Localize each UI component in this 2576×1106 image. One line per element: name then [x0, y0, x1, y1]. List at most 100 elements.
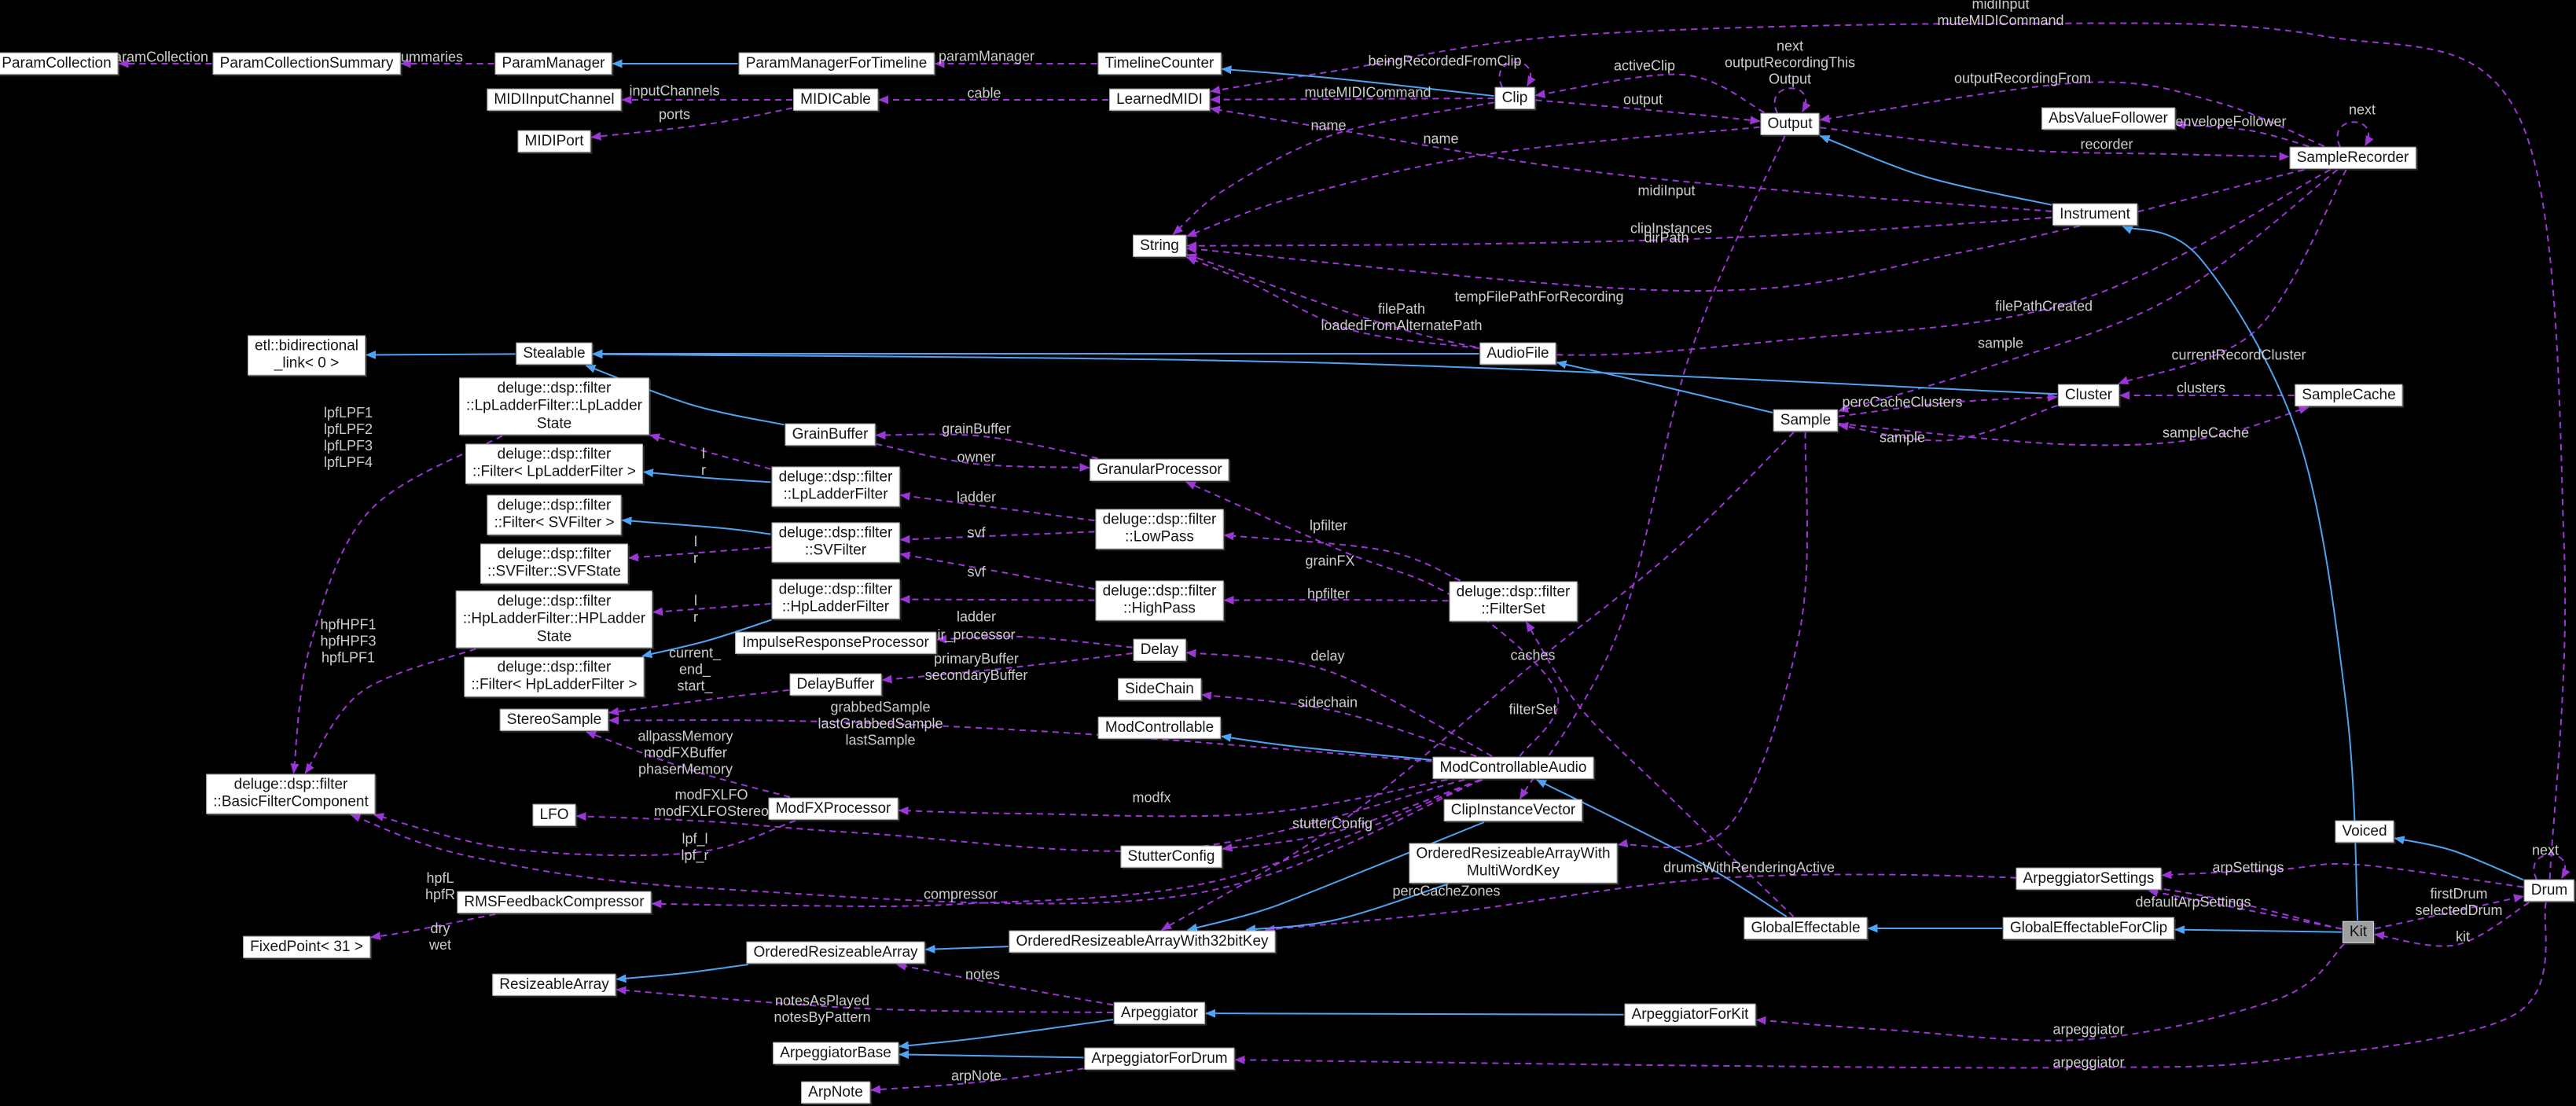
node-lp-ladder-state[interactable]: deluge::dsp::filter ::LpLadderFilter::Lp…	[459, 377, 649, 435]
edge-label-output-string: name	[1423, 130, 1459, 147]
edge-usage-clip-clip	[1498, 61, 1536, 88]
node-filter-svf[interactable]: deluge::dsp::filter ::Filter< SVFilter >	[487, 494, 622, 535]
node-delay[interactable]: Delay	[1133, 638, 1186, 662]
node-sample[interactable]: Sample	[1773, 409, 1839, 432]
node-resizeable-array[interactable]: ResizeableArray	[492, 973, 616, 997]
node-grain-buffer[interactable]: GrainBuffer	[785, 423, 876, 446]
node-filter-set[interactable]: deluge::dsp::filter ::FilterSet	[1449, 581, 1578, 622]
edge-label-drum-arpeggiator-for-drum: arpeggiator	[2052, 1054, 2125, 1071]
node-high-pass[interactable]: deluge::dsp::filter ::HighPass	[1095, 580, 1224, 621]
node-audio-file[interactable]: AudioFile	[1479, 342, 1556, 366]
edge-label-sv-filter-svf-state: l r	[693, 533, 698, 566]
node-basic-filter-component[interactable]: deluge::dsp::filter ::BasicFilterCompone…	[206, 773, 376, 814]
edge-label-midi-cable-midi-port: ports	[658, 106, 691, 123]
edge-label-mod-controllable-audio-stereo-sample: grabbedSample lastGrabbedSample lastSamp…	[818, 699, 943, 748]
edge-usage-arpeggiator-for-drum-arp-note	[870, 1067, 1084, 1094]
node-rms-feedback-compressor[interactable]: RMSFeedbackCompressor	[457, 891, 652, 914]
edge-label-sample-recorder-abs-value-follower: envelopeFollower	[2175, 113, 2287, 130]
edge-label-clip-clip: beingRecordedFromClip	[1368, 53, 1522, 69]
edge-usage-lp-ladder-filter-lp-ladder-state	[649, 433, 771, 470]
node-cluster[interactable]: Cluster	[2057, 384, 2120, 407]
node-param-collection-summary[interactable]: ParamCollectionSummary	[212, 52, 401, 75]
node-param-manager[interactable]: ParamManager	[494, 52, 612, 75]
node-mod-controllable-audio[interactable]: ModControllableAudio	[1432, 756, 1594, 780]
node-arpeggiator[interactable]: Arpeggiator	[1113, 1001, 1206, 1025]
node-global-effectable-for-clip[interactable]: GlobalEffectableForClip	[2002, 917, 2175, 940]
node-learned-midi[interactable]: LearnedMIDI	[1109, 88, 1210, 112]
node-hp-ladder-state[interactable]: deluge::dsp::filter ::HpLadderFilter::HP…	[455, 590, 653, 649]
node-lfo[interactable]: LFO	[532, 803, 576, 827]
node-string[interactable]: String	[1133, 234, 1186, 258]
node-param-collection[interactable]: ParamCollection	[0, 52, 119, 75]
node-fixed-point[interactable]: FixedPoint< 31 >	[243, 935, 370, 959]
edge-label-output-sample-recorder: recorder	[2080, 136, 2133, 152]
node-ordered-32bit-key[interactable]: OrderedResizeableArrayWith32bitKey	[1009, 930, 1276, 954]
node-arp-note[interactable]: ArpNote	[801, 1081, 870, 1104]
node-lp-ladder-filter[interactable]: deluge::dsp::filter ::LpLadderFilter	[771, 466, 900, 507]
node-mod-fx-processor[interactable]: ModFXProcessor	[768, 797, 898, 821]
node-filter-hp-ladder[interactable]: deluge::dsp::filter ::Filter< HpLadderFi…	[464, 656, 645, 697]
edge-usage-clip-output	[1535, 99, 1761, 125]
node-drum[interactable]: Drum	[2523, 879, 2575, 902]
node-arpeggiator-settings[interactable]: ArpeggiatorSettings	[2016, 867, 2162, 891]
node-ordered-multi-word-key[interactable]: OrderedResizeableArrayWith MultiWordKey	[1409, 843, 1618, 884]
node-mod-controllable[interactable]: ModControllable	[1097, 716, 1222, 740]
edge-usage-sample-sample-cache	[1838, 406, 2310, 446]
edge-usage-midi-cable-midi-port	[590, 107, 793, 141]
node-hp-ladder-filter[interactable]: deluge::dsp::filter ::HpLadderFilter	[771, 579, 900, 619]
node-midi-input-channel[interactable]: MIDIInputChannel	[487, 88, 622, 112]
node-clip-instance-vector[interactable]: ClipInstanceVector	[1443, 799, 1583, 822]
edge-usage-drum-learned-midi	[1210, 22, 2567, 880]
node-stealable[interactable]: Stealable	[516, 342, 593, 366]
node-sv-filter[interactable]: deluge::dsp::filter ::SVFilter	[771, 522, 900, 563]
node-etl-bidirectional-link[interactable]: etl::bidirectional _link< 0 >	[247, 335, 366, 376]
node-sample-cache[interactable]: SampleCache	[2295, 384, 2403, 407]
node-low-pass[interactable]: deluge::dsp::filter ::LowPass	[1095, 509, 1224, 549]
node-abs-value-follower[interactable]: AbsValueFollower	[2041, 107, 2175, 130]
edge-usage-drum-arpeggiator-for-drum	[1234, 902, 2547, 1069]
node-stereo-sample[interactable]: StereoSample	[499, 708, 609, 732]
node-midi-port[interactable]: MIDIPort	[517, 130, 591, 153]
node-output[interactable]: Output	[1760, 112, 1820, 136]
node-stutter-config[interactable]: StutterConfig	[1120, 845, 1222, 869]
node-filter-lp-ladder[interactable]: deluge::dsp::filter ::Filter< LpLadderFi…	[465, 443, 644, 484]
node-sample-recorder[interactable]: SampleRecorder	[2289, 146, 2416, 170]
node-clip[interactable]: Clip	[1494, 86, 1535, 110]
edge-usage-hp-ladder-filter-hp-ladder-state	[652, 602, 771, 616]
node-granular-processor[interactable]: GranularProcessor	[1090, 458, 1229, 482]
node-param-manager-for-timeline[interactable]: ParamManagerForTimeline	[738, 52, 935, 75]
edge-label-sample-cluster: percCacheClusters	[1842, 394, 1963, 410]
edge-label-output-clip-instance-vector: clipInstances	[1630, 220, 1713, 237]
edge-usage-mod-controllable-audio-side-chain	[1201, 691, 1477, 757]
edge-label-mod-controllable-audio-side-chain: sidechain	[1297, 694, 1358, 711]
node-side-chain[interactable]: SideChain	[1118, 678, 1201, 701]
node-midi-cable[interactable]: MIDICable	[793, 88, 878, 112]
edge-inherit-drum-voiced	[2394, 836, 2524, 881]
node-timeline-counter[interactable]: TimelineCounter	[1097, 52, 1222, 75]
node-global-effectable[interactable]: GlobalEffectable	[1744, 917, 1868, 940]
edge-usage-drum-kit	[2374, 902, 2530, 947]
node-ordered-resizeable-array[interactable]: OrderedResizeableArray	[746, 941, 925, 965]
edge-inherit-mod-controllable-audio-mod-controllable	[1221, 733, 1432, 761]
edge-inherit-lp-ladder-filter-filter-lp-ladder	[643, 468, 771, 483]
edge-label-mod-controllable-audio-lfo: modFXLFO modFXLFOStereo	[653, 786, 770, 819]
node-voiced[interactable]: Voiced	[2335, 820, 2394, 843]
edge-usage-instrument-learned-midi	[1210, 105, 2052, 212]
edge-usage-sample-recorder-sample-recorder	[2336, 121, 2374, 148]
node-instrument[interactable]: Instrument	[2052, 203, 2137, 226]
edge-usage-arpeggiator-ordered-resizeable-array	[895, 961, 1114, 1006]
edge-label-filter-set-low-pass: lpfilter	[1309, 517, 1348, 534]
edge-label-low-pass-sv-filter: svf	[967, 524, 986, 541]
node-impulse-response-processor[interactable]: ImpulseResponseProcessor	[735, 631, 936, 655]
edge-label-lp-ladder-state-basic-filter-component: lpfLPF1 lpfLPF2 lpfLPF3 lpfLPF4	[323, 404, 373, 471]
edge-label-mod-controllable-audio-rms-feedback-compressor: compressor	[923, 886, 998, 902]
node-kit[interactable]: Kit	[2342, 920, 2375, 944]
edge-usage-mod-controllable-audio-basic-filter-component	[350, 779, 1483, 905]
node-arpeggiator-for-drum[interactable]: ArpeggiatorForDrum	[1084, 1047, 1235, 1071]
edge-usage-sample-cluster	[1838, 393, 2058, 417]
node-arpeggiator-for-kit[interactable]: ArpeggiatorForKit	[1624, 1003, 1756, 1027]
node-delay-buffer[interactable]: DelayBuffer	[789, 673, 882, 696]
node-svf-state[interactable]: deluge::dsp::filter ::SVFilter::SVFState	[480, 543, 628, 584]
node-arpeggiator-base[interactable]: ArpeggiatorBase	[773, 1042, 898, 1065]
